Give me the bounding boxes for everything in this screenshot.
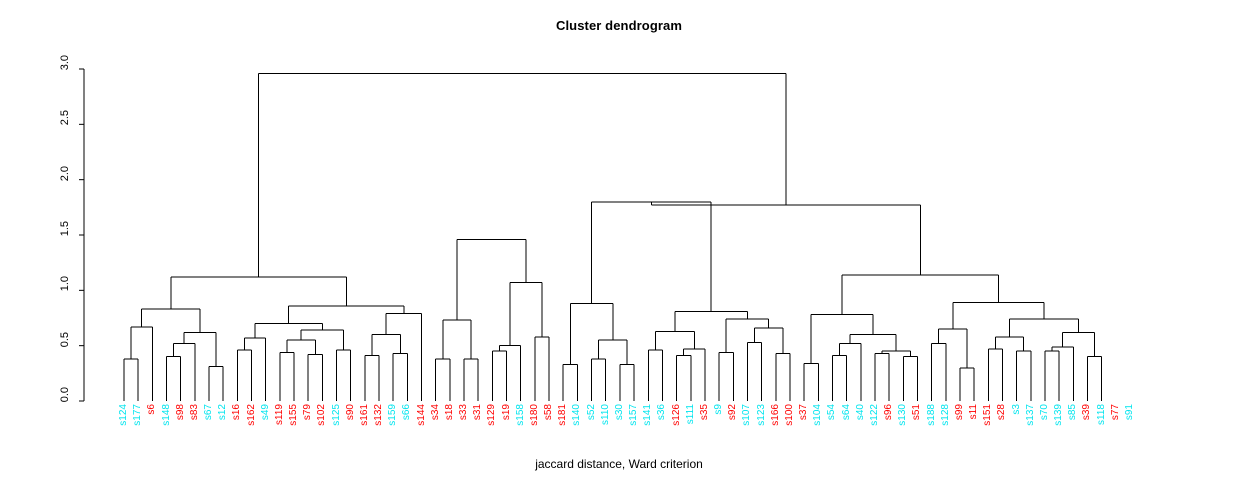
leaf-label: s155: [288, 404, 300, 426]
leaf-label: s52: [585, 404, 597, 421]
leaf-label: s18: [443, 404, 455, 421]
leaf-label: s11: [968, 404, 980, 420]
leaf-label: s6: [146, 404, 158, 415]
leaf-label: s58: [543, 404, 555, 421]
leaf-label: s132: [373, 404, 385, 426]
leaf-label: s37: [798, 404, 810, 421]
leaf-label: s159: [387, 404, 399, 426]
leaf-label: s122: [868, 404, 880, 426]
leaf-label: s161: [358, 404, 370, 426]
leaf-label: s123: [755, 404, 767, 426]
leaf-label: s36: [656, 404, 668, 421]
leaf-label: s30: [613, 404, 625, 421]
leaf-label: s126: [670, 404, 682, 426]
leaf-label: s28: [996, 404, 1008, 421]
leaf-label: s77: [1109, 404, 1121, 421]
page-title: Cluster dendrogram: [555, 18, 683, 33]
leaf-label: s85: [1067, 404, 1079, 421]
leaf-label: s66: [401, 404, 413, 421]
leaf-label: s9: [713, 404, 725, 415]
leaf-label: s137: [1024, 404, 1036, 426]
leaf-label: s158: [514, 404, 526, 426]
leaf-label: s177: [132, 404, 144, 426]
leaf-label: s3: [1010, 404, 1022, 415]
leaf-label: s91: [1124, 404, 1135, 421]
x-axis-caption: jaccard distance, Ward criterion: [535, 457, 703, 471]
leaf-label: s92: [727, 404, 739, 421]
leaf-label: s96: [883, 404, 895, 421]
leaf-label: s34: [429, 404, 441, 421]
leaf-label: s119: [273, 404, 285, 425]
dendrogram-branches: [123, 72, 1103, 401]
leaf-label: s166: [769, 404, 781, 426]
leaf-label: s39: [1081, 404, 1093, 421]
leaf-label: s139: [1053, 404, 1065, 426]
leaf-label: s12: [217, 404, 229, 421]
leaf-label: s98: [174, 404, 186, 421]
y-axis-tick-label: 2.5: [59, 110, 71, 126]
leaf-label: s51: [911, 404, 923, 421]
leaf-label: s181: [557, 404, 569, 426]
leaf-label: s180: [528, 404, 540, 426]
leaf-label: s188: [925, 404, 937, 426]
leaf-label: s162: [245, 404, 257, 426]
leaf-label: s104: [812, 404, 824, 426]
leaf-label: s148: [160, 404, 172, 426]
leaf-label: s83: [188, 404, 200, 421]
leaf-label: s151: [982, 404, 994, 426]
leaf-label: s67: [203, 404, 214, 421]
leaf-label: s31: [472, 404, 484, 421]
leaf-label: s49: [259, 404, 271, 421]
y-axis-tick-label: 0.0: [59, 387, 71, 403]
leaf-label: s64: [840, 404, 852, 421]
leaf-label: s141: [642, 404, 654, 426]
leaf-label: s157: [628, 404, 640, 426]
leaf-label: s33: [458, 404, 470, 421]
y-axis-tick-label: 2.0: [59, 165, 71, 181]
leaf-label: s35: [698, 404, 710, 421]
leaf-label: s19: [500, 404, 512, 421]
leaf-label: s100: [783, 404, 795, 426]
leaf-label: s54: [826, 404, 838, 421]
y-axis-tick-label: 0.5: [59, 331, 71, 347]
leaf-label: s102: [316, 404, 328, 426]
leaf-label: s40: [854, 404, 866, 421]
y-axis-tick-label: 1.0: [59, 276, 71, 292]
leaf-label: s128: [939, 404, 951, 426]
leaf-label: s110: [599, 404, 611, 425]
leaf-label: s111: [684, 404, 696, 425]
leaf-label: s125: [330, 404, 342, 426]
leaf-label: s124: [118, 404, 129, 426]
leaf-label: s118: [1095, 404, 1107, 425]
leaf-label: s129: [486, 404, 498, 426]
leaf-label: s107: [741, 404, 753, 426]
y-axis-tick-label: 1.5: [59, 221, 71, 237]
y-axis: [79, 68, 85, 402]
leaf-label: s79: [302, 404, 314, 421]
leaf-label: s16: [231, 404, 243, 421]
y-axis-tick-label: 3.0: [59, 55, 71, 71]
leaf-label: s140: [571, 404, 583, 426]
leaf-label: s90: [344, 404, 356, 421]
leaf-label: s70: [1038, 404, 1050, 421]
leaf-label: s130: [897, 404, 909, 426]
leaf-label: s99: [953, 404, 965, 421]
leaf-label: s144: [415, 404, 427, 426]
